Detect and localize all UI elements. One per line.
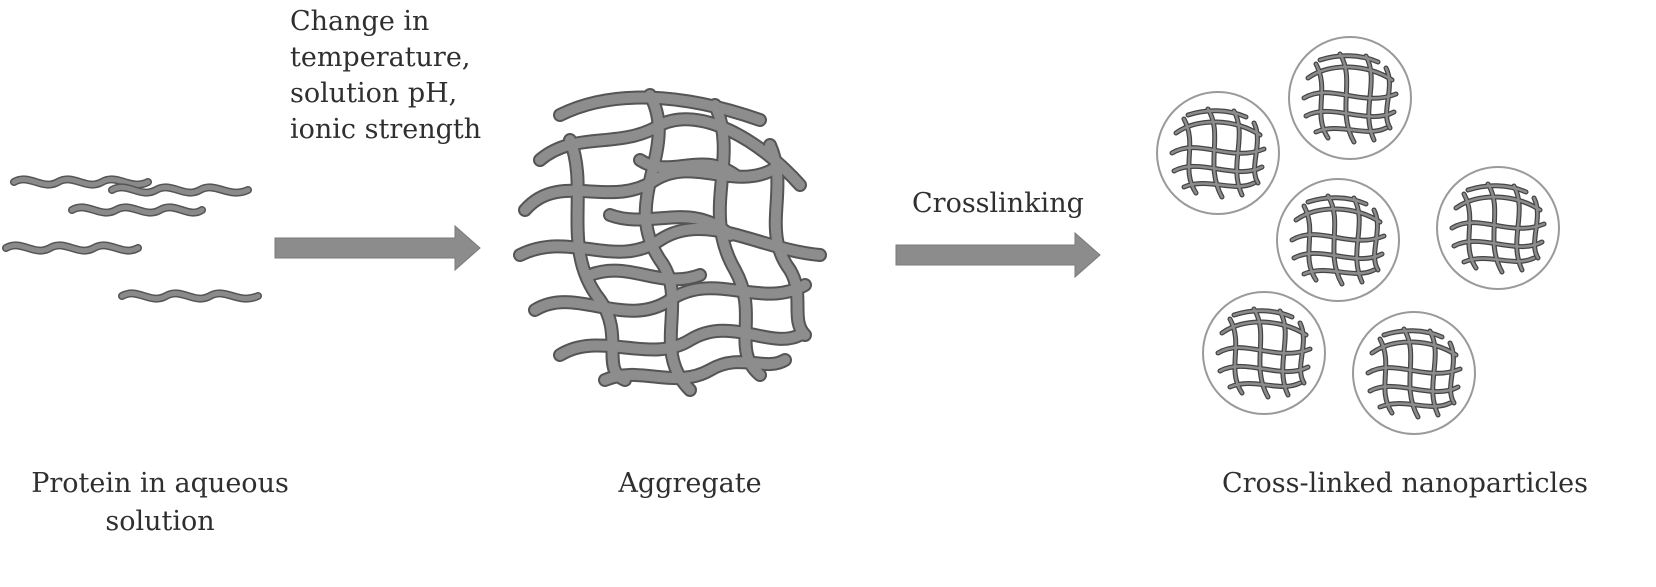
nanoparticles-group	[1156, 36, 1560, 435]
conditions-label: Change in temperature, solution pH, ioni…	[290, 6, 482, 145]
crosslinking-label: Crosslinking	[912, 188, 1084, 219]
protein-strand	[118, 289, 262, 303]
process-arrow-aggregation	[274, 224, 481, 272]
aggregate-caption: Aggregate	[618, 468, 762, 499]
nanoparticle	[1202, 291, 1326, 415]
protein-strand	[10, 175, 152, 189]
nanoparticle	[1436, 166, 1560, 290]
process-arrow-crosslinking	[895, 231, 1101, 279]
protein-caption: Protein in aqueous solution	[31, 468, 289, 537]
nanoparticles-caption: Cross-linked nanoparticles	[1221, 468, 1589, 499]
aggregate-fills	[515, 90, 825, 395]
nanoparticle	[1288, 36, 1412, 160]
protein-strands	[2, 175, 262, 303]
nanoparticle	[1352, 311, 1476, 435]
protein-strand	[2, 241, 142, 255]
protein-strand	[108, 183, 252, 197]
aggregate-cluster	[513, 88, 827, 397]
nanoparticle	[1156, 91, 1280, 215]
nanoparticle	[1276, 178, 1400, 302]
protein-strand	[68, 203, 206, 217]
